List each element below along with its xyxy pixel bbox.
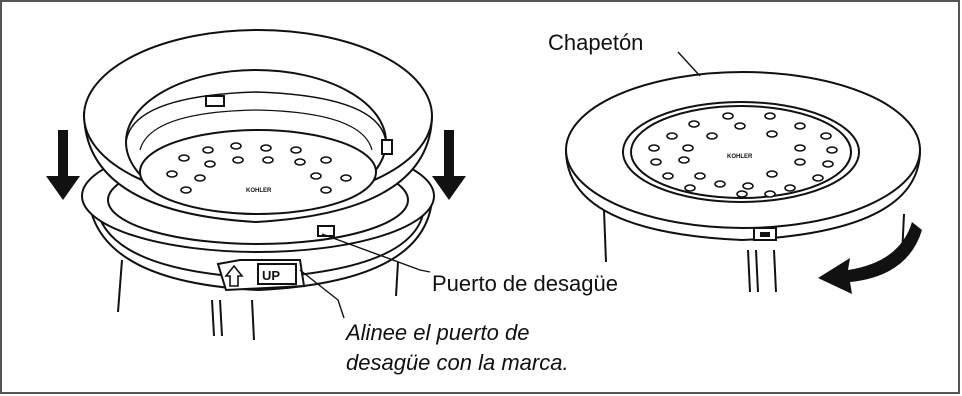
up-mark: UP [262,268,280,283]
up-arrow-icon [224,264,244,287]
pipe-line [773,249,777,293]
down-arrow-icon [46,130,80,200]
pipe-line [251,299,255,341]
notch [381,139,393,155]
rotate-arrow-icon [818,222,922,294]
alignment-mark-leader [299,269,345,319]
brand-mark-left: KOHLER [246,188,272,194]
inner-wall [125,91,387,143]
notch [317,225,335,237]
inner-wall [139,109,373,151]
instruction-line-2: desagüe con la marca. [346,350,569,375]
trim-leader [677,51,701,77]
pipe-line [395,261,399,297]
trim-label: Chapetón [548,30,644,55]
strainer-plate [139,129,377,215]
drain-port-leader [321,233,431,273]
pipe-line [755,249,759,293]
right-strainer-holes [648,112,838,198]
down-arrow-icon [432,130,466,200]
pipe-line [219,299,223,337]
left-assembly [81,29,435,341]
strainer-plate [630,105,852,199]
pipe-line [211,299,215,337]
drain-port-label: Puerto de desagüe [432,271,618,296]
instruction-line-1: Alinee el puerto de [346,320,530,345]
left-strainer-holes [166,142,352,194]
pipe-line [747,249,751,293]
right-assembly [565,71,921,293]
brand-mark-right: KOHLER [727,154,753,160]
notch [205,95,225,107]
up-mark-box [257,263,297,285]
pipe-line [117,259,123,313]
pipe-line [603,209,607,263]
